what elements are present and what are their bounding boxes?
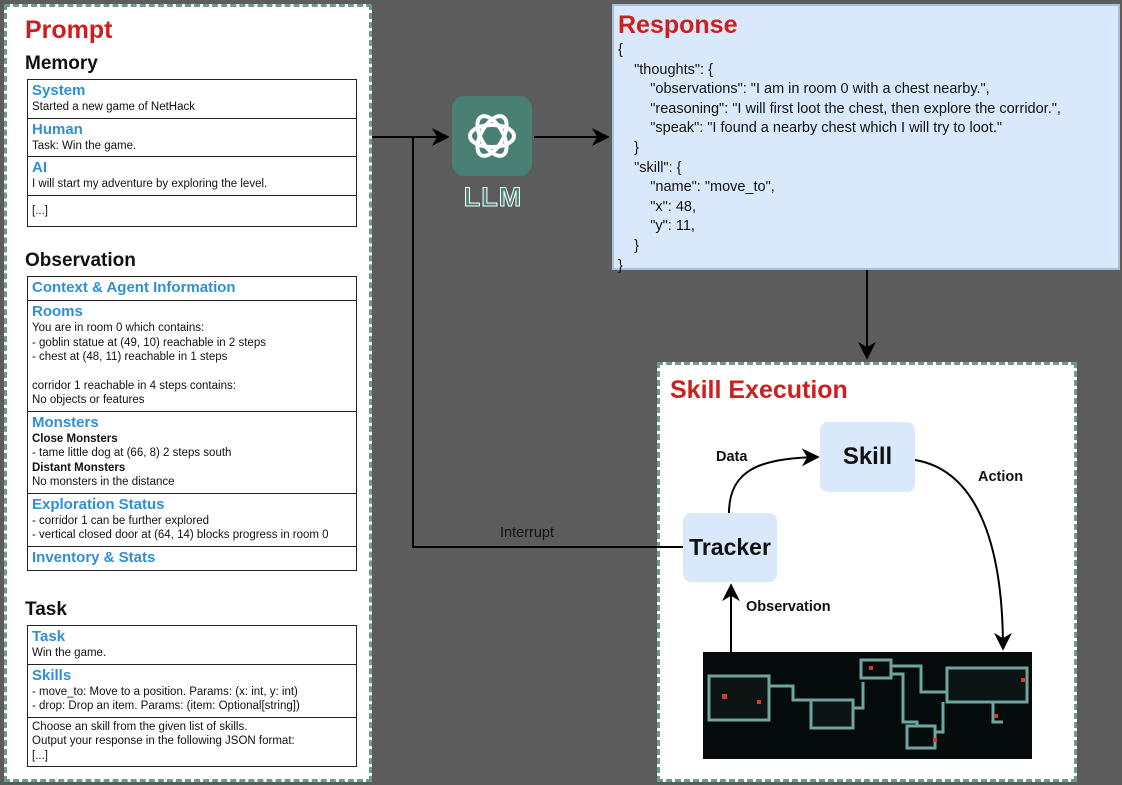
row-heading: System <box>32 82 86 99</box>
row-text: - move_to: Move to a position. Params: (… <box>32 685 298 698</box>
action-edge-label: Action <box>978 469 1024 485</box>
row-text: I will start my adventure by exploring t… <box>32 178 268 190</box>
memory-row: [...] <box>28 194 356 227</box>
row-text: - goblin statue at (49, 10) reachable in… <box>32 336 266 349</box>
row-text: - chest at (48, 11) reachable in 1 steps <box>32 351 228 363</box>
row-text: [...] <box>32 204 48 217</box>
skill-execution-title: Skill Execution <box>670 376 848 404</box>
row-heading: Task <box>32 628 66 645</box>
row-text: Started a new game of NetHack <box>32 101 195 113</box>
response-json-line: } <box>618 140 639 156</box>
row-heading: Inventory & Stats <box>32 548 156 566</box>
response-json-line: "thoughts": { <box>618 61 713 78</box>
row-text: No objects or features <box>32 394 145 406</box>
response-title: Response <box>618 11 738 39</box>
response-json-line: } <box>618 238 639 254</box>
row-text: - drop: Drop an item. Params: (item: Opt… <box>32 700 300 712</box>
observation-row: Context & Agent Information <box>28 277 356 300</box>
row-heading: Exploration Status <box>32 495 165 513</box>
response-json-line: } <box>618 257 623 274</box>
response-json-line: { <box>618 42 623 58</box>
interrupt-edge-label: Interrupt <box>500 525 554 541</box>
observation-edge-label: Observation <box>746 599 831 615</box>
llm-label: LLM <box>463 182 523 213</box>
observation-row: Exploration Status- corridor 1 can be fu… <box>28 492 356 546</box>
row-text: [...] <box>32 749 48 762</box>
data-edge-label: Data <box>716 449 748 465</box>
nethack-map-image <box>703 652 1032 759</box>
tracker-to-skill-arrow <box>728 448 820 514</box>
row-heading: Monsters <box>32 413 99 431</box>
row-text: Win the game. <box>32 647 107 659</box>
task-row: Choose an skill from the given list of s… <box>28 716 356 767</box>
response-json-line: "x": 48, <box>618 198 696 215</box>
row-heading: AI <box>32 159 47 176</box>
skill-to-map-arrow <box>914 459 1012 651</box>
task-heading: Task <box>25 599 67 620</box>
prompt-title: Prompt <box>25 16 113 44</box>
response-panel: Response { "thoughts": { "observations":… <box>612 4 1120 274</box>
row-heading: Context & Agent Information <box>32 279 236 296</box>
memory-heading: Memory <box>25 53 98 74</box>
response-json-line: "observations": "I am in room 0 with a c… <box>618 81 990 98</box>
row-text: Close Monsters <box>32 432 118 445</box>
row-text: Choose an skill from the given list of s… <box>32 720 248 733</box>
row-text: - vertical closed door at (64, 14) block… <box>32 529 329 541</box>
row-text: - tame little dog at (66, 8) 2 steps sou… <box>32 447 232 459</box>
row-heading: Rooms <box>32 303 83 320</box>
observation-heading: Observation <box>25 250 136 271</box>
response-json-line: "speak": "I found a nearby chest which I… <box>618 120 1003 137</box>
row-text: Distant Monsters <box>32 461 126 474</box>
row-text: - corridor 1 can be further explored <box>32 514 210 527</box>
response-json-line: "y": 11, <box>618 218 695 235</box>
row-text: You are in room 0 which contains: <box>32 322 205 334</box>
row-text: corridor 1 reachable in 4 steps contains… <box>32 379 236 392</box>
tracker-node: Tracker <box>683 513 777 582</box>
row-text: Output your response in the following JS… <box>32 735 295 747</box>
memory-row: AI I will start my adventure by exploring… <box>28 156 356 195</box>
row-text: No monsters in the distance <box>32 476 175 488</box>
observation-row: Inventory & Stats <box>28 545 356 570</box>
response-json-line: "skill": { <box>618 159 682 176</box>
row-heading: Human <box>32 120 83 138</box>
row-text: Task: Win the game. <box>32 139 137 152</box>
response-json-line: "name": "move_to", <box>618 179 775 196</box>
openai-logo-icon <box>452 96 532 176</box>
interrupt-line <box>412 137 683 548</box>
response-json-line: "reasoning": "I will first loot the ches… <box>618 100 1061 117</box>
skill-node: Skill <box>820 422 915 492</box>
task-row: Skills- move_to: Move to a position. Par… <box>28 663 356 717</box>
row-heading: Skills <box>32 666 72 684</box>
